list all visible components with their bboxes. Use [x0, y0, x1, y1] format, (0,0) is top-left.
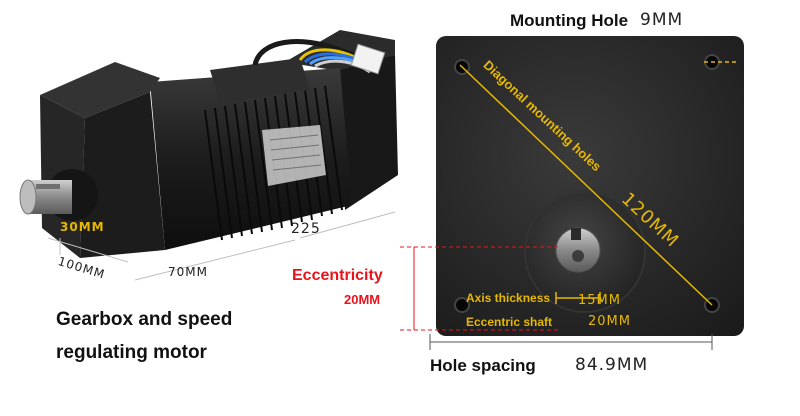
dim-length-label: 225: [291, 221, 321, 237]
mounting-hole-label: Mounting Hole: [510, 11, 629, 30]
axis-thickness-value: 15MM: [578, 293, 621, 308]
shaft-keyway: [571, 228, 581, 240]
diagonal-dimension-line: [459, 64, 713, 306]
dim-width-label: 70MM: [168, 265, 208, 279]
gearbox-motor: [19, 30, 398, 281]
hole-spacing-value: 84.9MM: [575, 355, 649, 375]
hole-spacing-label: Hole spacing: [430, 356, 536, 375]
dim-shaft-label: 30MM: [60, 220, 105, 234]
axis-thickness-label: Axis thickness: [466, 291, 551, 305]
shaft-end: [19, 179, 37, 215]
mounting-hole-bottom-left: [454, 297, 470, 313]
motor-cylinder: [150, 68, 352, 250]
axis-thickness-bracket: [555, 292, 601, 304]
connector-plug: [350, 43, 386, 75]
gearbox-side: [80, 92, 165, 258]
nameplate-sticker: [262, 125, 326, 186]
hole-spacing-line: [429, 334, 713, 350]
motor-title-line2: regulating motor: [56, 342, 207, 363]
terminal-box: [210, 58, 310, 102]
gearbox-flange-plate: [400, 36, 744, 350]
rear-box: [340, 55, 398, 210]
motor-title-line1: Gearbox and speed: [56, 309, 233, 330]
shaft-key: [36, 184, 60, 189]
eccentricity-guides: [400, 246, 560, 331]
gearbox-top: [40, 62, 160, 118]
eccentric-shaft-label: Eccentric shaft: [466, 315, 553, 329]
eccentric-shaft-value: 20MM: [588, 314, 631, 329]
flange-plate: [436, 36, 744, 336]
shaft-center-bore: [572, 250, 584, 262]
eccentricity-label: Eccentricity: [292, 267, 383, 284]
motor-dimension-lines: [47, 211, 396, 281]
eccentricity-value: 20MM: [344, 292, 381, 307]
mounting-hole-value: 9MM: [640, 10, 684, 30]
